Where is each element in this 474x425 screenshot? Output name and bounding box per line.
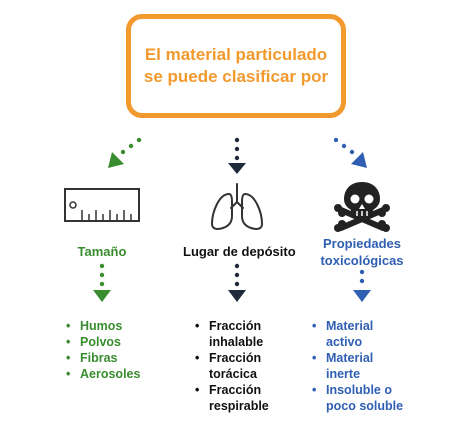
- list-item: Polvos: [66, 334, 140, 350]
- list-item: Humos: [66, 318, 140, 334]
- ruler-icon: [64, 188, 140, 222]
- list-item-text: poco soluble: [326, 399, 404, 413]
- list-item-text: Polvos: [80, 335, 121, 349]
- list-item-text: Fracción: [209, 351, 262, 365]
- list-lugar: Fracción inhalable Fracción torácica Fra…: [195, 318, 269, 414]
- list-item-text: Fracción: [209, 319, 262, 333]
- list-item-text: Humos: [80, 319, 123, 333]
- list-item: Aerosoles: [66, 366, 140, 382]
- list-item-text: Material: [326, 319, 374, 333]
- list-item-text: respirable: [209, 399, 269, 413]
- skull-crossbones-icon: [334, 182, 390, 232]
- list-item: Material inerte: [312, 350, 403, 382]
- arrow-to-propiedades: [333, 137, 367, 168]
- list-item-text: activo: [326, 335, 363, 349]
- arrow-lugar-to-list: [228, 263, 246, 302]
- arrow-tamano-to-list: [93, 263, 111, 302]
- list-item-text: torácica: [209, 367, 257, 381]
- list-item: Fracción torácica: [195, 350, 269, 382]
- arrow-to-lugar: [228, 137, 246, 174]
- list-tamano: Humos Polvos Fibras Aerosoles: [66, 318, 140, 382]
- list-item: Fibras: [66, 350, 140, 366]
- list-item-text: Aerosoles: [80, 367, 141, 381]
- lungs-icon: [211, 183, 263, 230]
- list-item-text: Fibras: [80, 351, 118, 365]
- category-label-propiedades: Propiedades toxicológicas: [318, 235, 406, 269]
- title-line-2: se puede clasificar por: [143, 67, 329, 86]
- category-label-propiedades-line-1: Propiedades: [322, 236, 402, 251]
- list-item: Material activo: [312, 318, 403, 350]
- list-item-text: inerte: [326, 367, 361, 381]
- title-box: El material particulado se puede clasifi…: [126, 14, 346, 118]
- list-item-text: Material: [326, 351, 374, 365]
- arrow-to-tamano: [108, 137, 142, 168]
- title-line-1: El material particulado: [144, 45, 328, 64]
- list-item-text: inhalable: [209, 335, 264, 349]
- list-item-text: Insoluble o: [326, 383, 392, 397]
- list-item-text: Fracción: [209, 383, 262, 397]
- category-label-tamano: Tamaño: [77, 244, 127, 259]
- category-label-lugar: Lugar de depósito: [183, 244, 296, 259]
- list-item: Insoluble o poco soluble: [312, 382, 403, 414]
- category-label-propiedades-line-2: toxicológicas: [320, 253, 404, 268]
- list-item: Fracción respirable: [195, 382, 269, 414]
- list-propiedades: Material activo Material inerte Insolubl…: [312, 318, 403, 414]
- arrow-propiedades-to-list: [353, 269, 371, 302]
- list-item: Fracción inhalable: [195, 318, 269, 350]
